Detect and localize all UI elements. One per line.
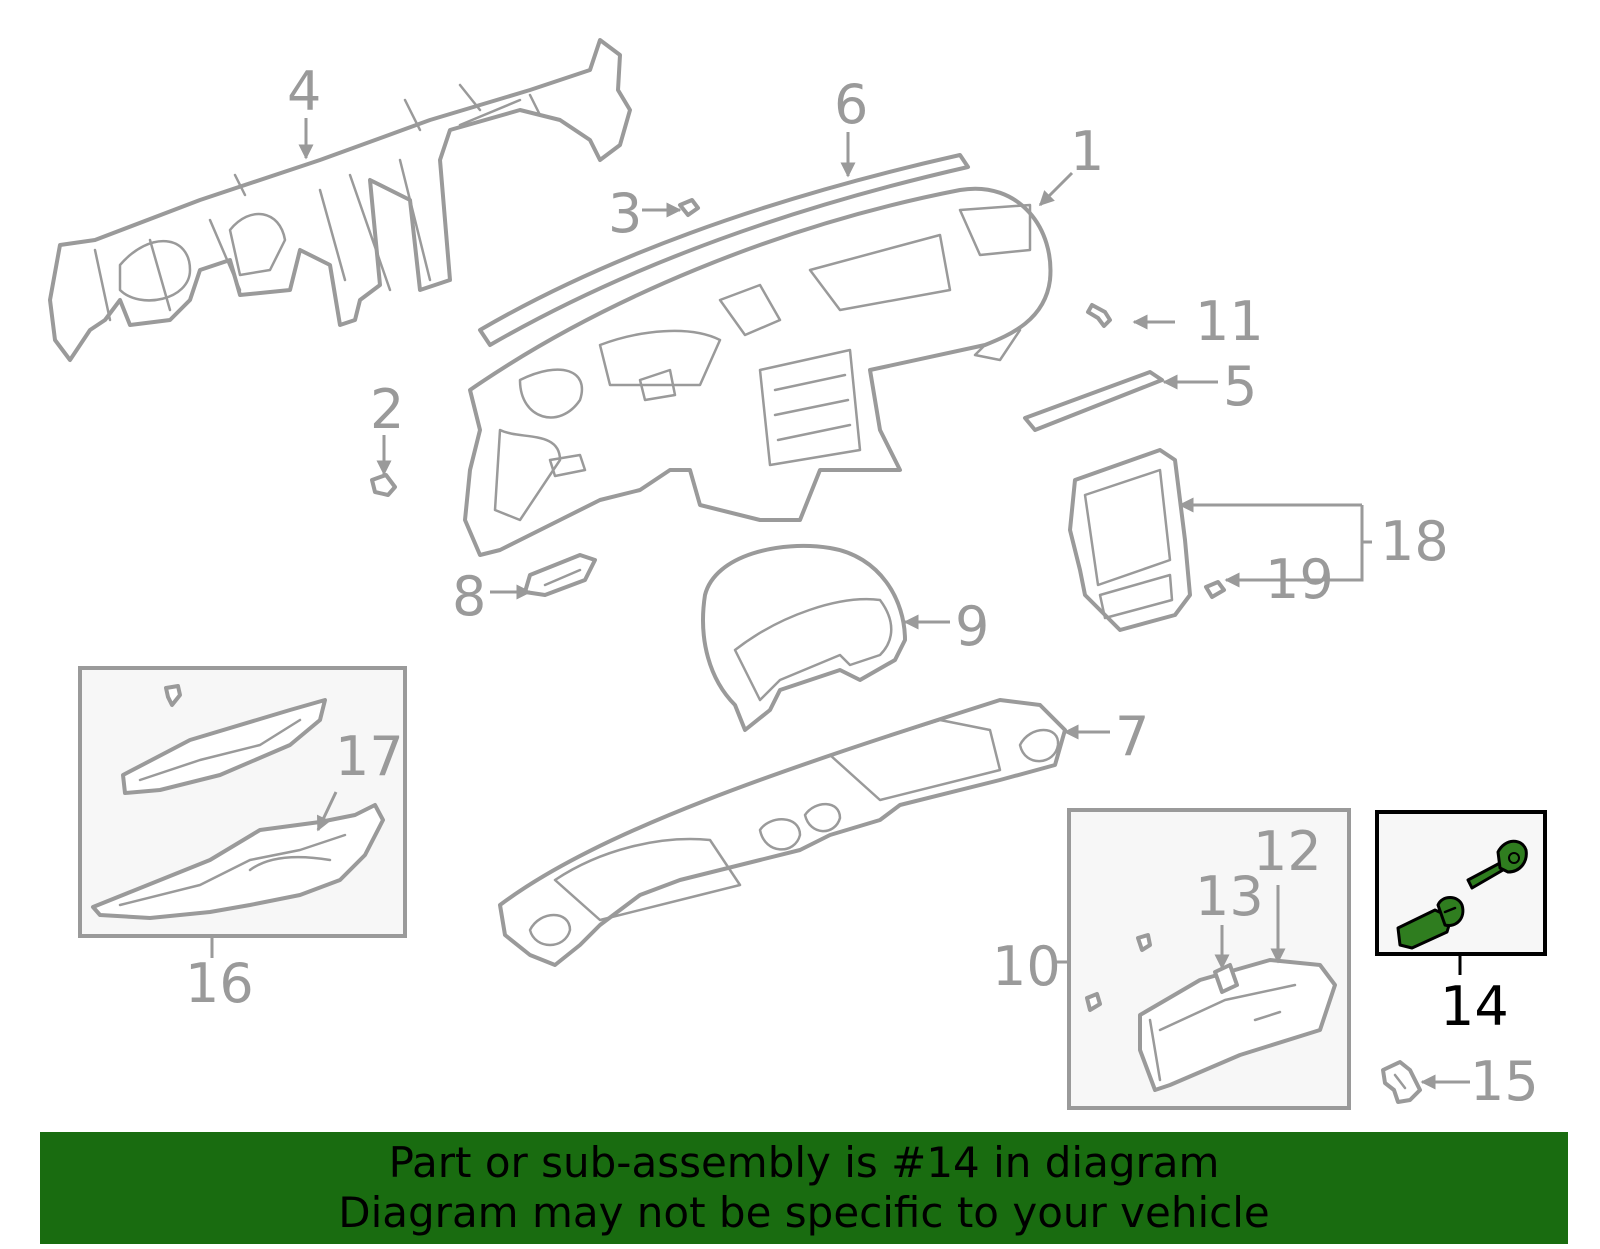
part-14-box bbox=[1375, 810, 1547, 956]
callout-13: 13 bbox=[1195, 865, 1264, 928]
callout-3: 3 bbox=[608, 182, 642, 245]
part-14-lock-cylinder bbox=[1396, 896, 1465, 950]
callout-labels: 1 2 3 4 5 6 7 8 9 10 11 12 13 14 15 16 1… bbox=[185, 60, 1539, 1113]
callout-14: 14 bbox=[1440, 975, 1509, 1038]
part-11-screw bbox=[1086, 303, 1112, 328]
part-3-clip bbox=[678, 198, 700, 217]
callout-10: 10 bbox=[992, 935, 1061, 998]
part-2-clip bbox=[370, 473, 397, 497]
part-18-center-bezel bbox=[1068, 448, 1192, 632]
part-14-key bbox=[1466, 839, 1528, 890]
part-16-box bbox=[78, 666, 407, 938]
part-7-dash-pad bbox=[498, 698, 1067, 967]
info-banner: Part or sub-assembly is #14 in diagram D… bbox=[40, 1132, 1568, 1244]
part-5-trim-strip bbox=[1023, 370, 1164, 432]
callout-8: 8 bbox=[452, 565, 486, 628]
part-9-cluster-hood bbox=[701, 543, 907, 732]
part-1-instrument-panel bbox=[463, 186, 1053, 557]
callout-1: 1 bbox=[1070, 120, 1104, 183]
callout-6: 6 bbox=[834, 73, 868, 136]
callout-4: 4 bbox=[287, 60, 321, 123]
callout-2: 2 bbox=[370, 378, 404, 441]
part-19-clip bbox=[1204, 580, 1226, 599]
banner-line-2: Diagram may not be specific to your vehi… bbox=[338, 1188, 1270, 1237]
callout-16: 16 bbox=[185, 952, 254, 1015]
callout-5: 5 bbox=[1223, 355, 1257, 418]
callout-9: 9 bbox=[955, 595, 989, 658]
banner-line-1: Part or sub-assembly is #14 in diagram bbox=[388, 1138, 1220, 1187]
callout-15: 15 bbox=[1470, 1050, 1539, 1113]
part-8-cover bbox=[523, 553, 597, 597]
part-4-dash-frame bbox=[48, 38, 632, 362]
callout-19: 19 bbox=[1265, 548, 1334, 611]
callout-17: 17 bbox=[335, 725, 404, 788]
leader-lines bbox=[210, 118, 1470, 1090]
part-10-box bbox=[1067, 808, 1351, 1110]
part-15-bracket bbox=[1381, 1060, 1422, 1104]
callout-7: 7 bbox=[1115, 705, 1149, 768]
callout-18: 18 bbox=[1380, 510, 1449, 573]
part-6-defroster-strip bbox=[478, 153, 970, 347]
callout-11: 11 bbox=[1195, 290, 1264, 353]
callout-12: 12 bbox=[1253, 820, 1322, 883]
